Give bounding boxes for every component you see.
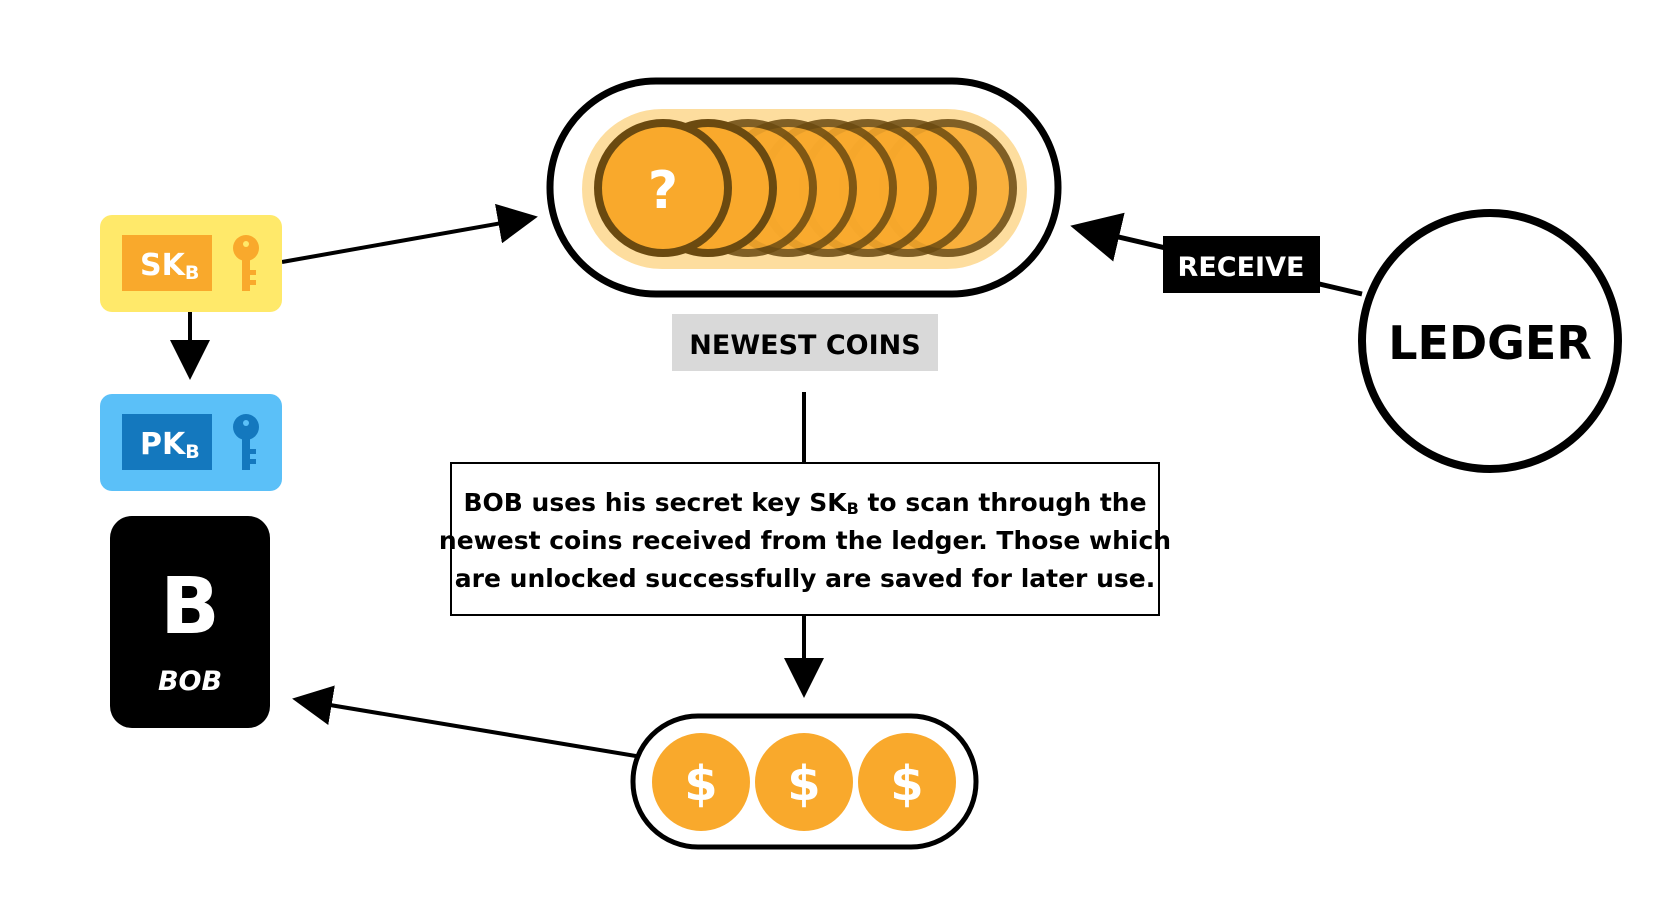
public-key-subscript: B: [185, 441, 199, 463]
secret-key-card: SKB: [100, 215, 282, 312]
key-icon: [233, 235, 259, 291]
dollar-icon: $: [684, 756, 717, 812]
coin-stack: ?: [594, 119, 1017, 257]
arrow-sk-to-coins: [281, 203, 538, 264]
receive-label: RECEIVE: [1163, 236, 1320, 293]
newest-coins-label: NEWEST COINS: [672, 314, 938, 371]
description-box-border: [450, 462, 1160, 616]
saved-coin: $: [652, 733, 750, 831]
public-key-label-bg: [122, 414, 212, 470]
saved-coins-container: $ $ $: [630, 713, 979, 850]
saved-coin: $: [755, 733, 853, 831]
bob-letter: B: [160, 562, 219, 652]
newest-coins-label-text: NEWEST COINS: [689, 330, 920, 361]
svg-text:SKB: SKB: [140, 248, 199, 284]
public-key-label: PK: [140, 427, 187, 462]
description-line-2: newest coins received from the ledger. T…: [439, 526, 1171, 555]
newest-coins-container: ?: [546, 77, 1062, 298]
secret-key-label-bg: [122, 235, 212, 291]
bob-card-bg: [110, 516, 270, 728]
description-line-1: BOB uses his secret key SKB to scan thro…: [463, 488, 1146, 518]
front-coin: [594, 119, 732, 257]
key-icon: [233, 414, 259, 470]
ledger-node: LEDGER: [1358, 209, 1622, 473]
unknown-coin-icon: ?: [648, 161, 678, 221]
dollar-icon: $: [787, 756, 820, 812]
saved-coin: $: [858, 733, 956, 831]
secret-key-label: SK: [140, 248, 187, 283]
secret-key-subscript: B: [185, 262, 199, 284]
dollar-icon: $: [890, 756, 923, 812]
svg-text:PKB: PKB: [140, 427, 200, 463]
receive-label-text: RECEIVE: [1178, 252, 1305, 283]
description-line-3: are unlocked successfully are saved for …: [455, 564, 1155, 593]
receive-label-bg: [1163, 236, 1320, 293]
ledger-label: LEDGER: [1388, 316, 1592, 370]
newest-coins-label-bg: [672, 314, 938, 371]
ledger-circle: [1358, 209, 1622, 473]
bob-name: BOB: [158, 666, 222, 697]
public-key-card: PKB: [100, 394, 282, 491]
arrow-saved-coins-to-bob: [292, 685, 637, 758]
description-box: BOB uses his secret key SKB to scan thro…: [439, 462, 1171, 616]
bob-card: B BOB: [110, 516, 270, 728]
